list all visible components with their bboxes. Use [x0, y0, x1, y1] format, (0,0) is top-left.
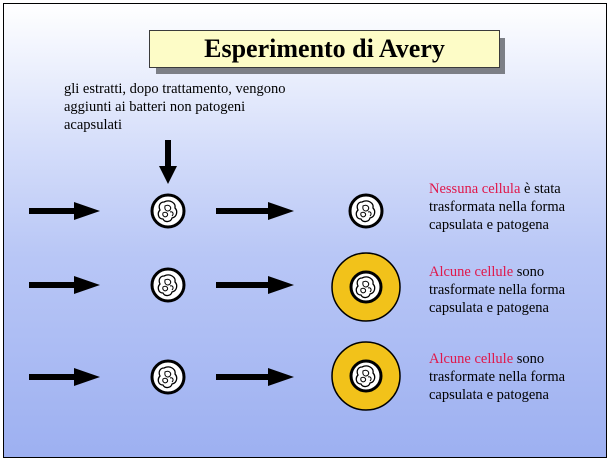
cell-2: [150, 267, 186, 303]
result-note-3-highlight: Alcune cellule: [429, 351, 514, 367]
mid-arrow-1: [216, 202, 294, 220]
left-arrow-2: [29, 276, 100, 294]
mid-arrow-3: [216, 368, 294, 386]
slide-title: Esperimento di Avery: [149, 30, 500, 68]
left-arrow-1: [29, 202, 100, 220]
row-3-graphics: [29, 341, 401, 411]
left-arrow-3: [29, 368, 100, 386]
result-note-2-highlight: Alcune cellule: [429, 264, 514, 280]
capsulated-cell-2: [331, 252, 401, 322]
row-1-graphics: [29, 193, 384, 229]
result-cell-1: [348, 193, 384, 229]
mid-arrow-2: [216, 276, 294, 294]
result-note-1: Nessuna cellula è stata trasformata nell…: [429, 180, 604, 234]
result-note-2-text: sono trasformate nella forma capsulata e…: [429, 264, 566, 316]
slide: Esperimento di Avery gli estratti, dopo …: [3, 3, 607, 458]
intro-text: gli estratti, dopo trattamento, vengono …: [64, 81, 286, 133]
result-note-1-text: è stata trasformata nella forma capsulat…: [429, 181, 566, 233]
result-note-2: Alcune cellule sono trasformate nella fo…: [429, 263, 604, 317]
result-note-3-text: sono trasformate nella forma capsulata e…: [429, 351, 566, 403]
down-arrow: [159, 140, 177, 184]
diagram: [29, 140, 401, 411]
row-2-graphics: [29, 252, 401, 322]
result-note-3: Alcune cellule sono trasformate nella fo…: [429, 350, 604, 404]
capsulated-cell-3: [331, 341, 401, 411]
cell-1: [150, 193, 186, 229]
result-note-1-highlight: Nessuna cellula: [429, 181, 521, 197]
cell-3: [150, 359, 186, 395]
